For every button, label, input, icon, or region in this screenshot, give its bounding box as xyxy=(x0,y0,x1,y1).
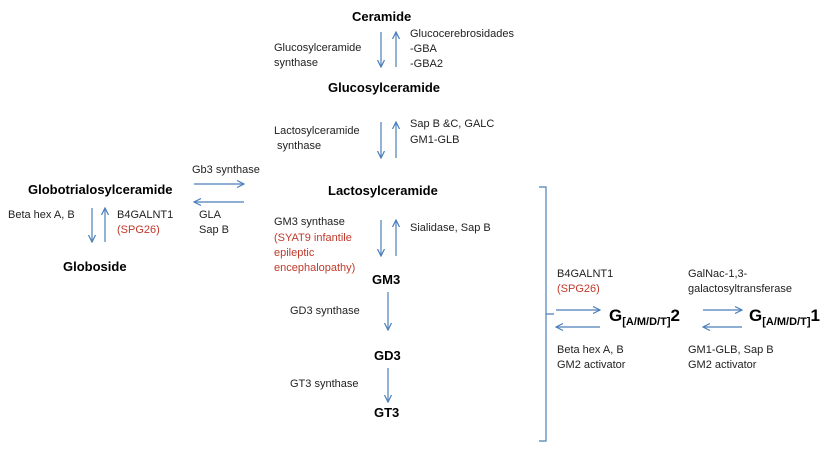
label-syat9-2: epileptic xyxy=(274,247,315,259)
label-b4galnt1-right: B4GALNT1 xyxy=(557,268,614,280)
label-spg26-right: (SPG26) xyxy=(557,283,600,295)
label-gm2-activator-right: GM2 activator xyxy=(688,359,757,371)
label-gm3-synthase: GM3 synthase xyxy=(274,216,345,228)
label-glucosylceramide-synthase-2: synthase xyxy=(274,57,319,69)
label-sap-b-gla: Sap B xyxy=(199,224,229,236)
label-galnac-1: GalNac-1,3- xyxy=(688,268,748,280)
series-bracket xyxy=(539,186,554,442)
node-g-series-1: G[A/M/D/T]1 xyxy=(749,306,820,332)
label-beta-hex-left: Beta hex A, B xyxy=(8,209,75,221)
node-g1-base: G xyxy=(749,306,763,325)
node-globotrialosylceramide: Globotrialosylceramide xyxy=(28,182,173,197)
node-g1-num: 1 xyxy=(810,306,820,325)
label-b4galnt1-left: B4GALNT1 xyxy=(117,209,174,221)
label-gba2: -GBA2 xyxy=(410,58,444,70)
label-gb3-synthase: Gb3 synthase xyxy=(192,164,260,176)
label-gla: GLA xyxy=(199,209,222,221)
node-gt3: GT3 xyxy=(374,405,400,420)
label-gba: -GBA xyxy=(410,43,437,55)
label-gm2-activator-left: GM2 activator xyxy=(557,359,626,371)
node-glucosylceramide: Glucosylceramide xyxy=(328,80,440,95)
label-sap-galc: Sap B &C, GALC xyxy=(410,118,495,130)
label-gt3-synthase: GT3 synthase xyxy=(290,378,359,390)
node-gm3: GM3 xyxy=(372,272,401,287)
node-globoside: Globoside xyxy=(63,259,127,274)
label-gm1-glb-top: GM1-GLB xyxy=(410,134,460,146)
node-g2-base: G xyxy=(609,306,623,325)
label-beta-hex-right: Beta hex A, B xyxy=(557,344,624,356)
label-glucocerebrosidases: Glucocerebrosidades xyxy=(410,28,514,40)
label-syat9-1: (SYAT9 infantile xyxy=(274,232,352,244)
label-lactosylceramide-synthase-2: synthase xyxy=(274,140,322,152)
label-spg26-left: (SPG26) xyxy=(117,224,160,236)
label-lactosylceramide-synthase-1: Lactosylceramide xyxy=(274,125,360,137)
label-glucosylceramide-synthase-1: Glucosylceramide xyxy=(274,42,362,54)
node-gd3: GD3 xyxy=(374,348,401,363)
node-g2-sub: [A/M/D/T] xyxy=(622,316,671,328)
node-g-series-2: G[A/M/D/T]2 xyxy=(609,306,680,332)
node-lactosylceramide: Lactosylceramide xyxy=(328,183,438,198)
node-g2-num: 2 xyxy=(670,306,680,325)
label-syat9-3: encephalopathy) xyxy=(274,262,356,274)
label-gd3-synthase: GD3 synthase xyxy=(290,305,360,317)
node-ceramide: Ceramide xyxy=(352,9,412,24)
node-g1-sub: [A/M/D/T] xyxy=(762,316,811,328)
label-galnac-2: galactosyltransferase xyxy=(688,283,792,295)
label-gm1-glb-sap-b: GM1-GLB, Sap B xyxy=(688,344,774,356)
label-sialidase: Sialidase, Sap B xyxy=(410,222,491,234)
